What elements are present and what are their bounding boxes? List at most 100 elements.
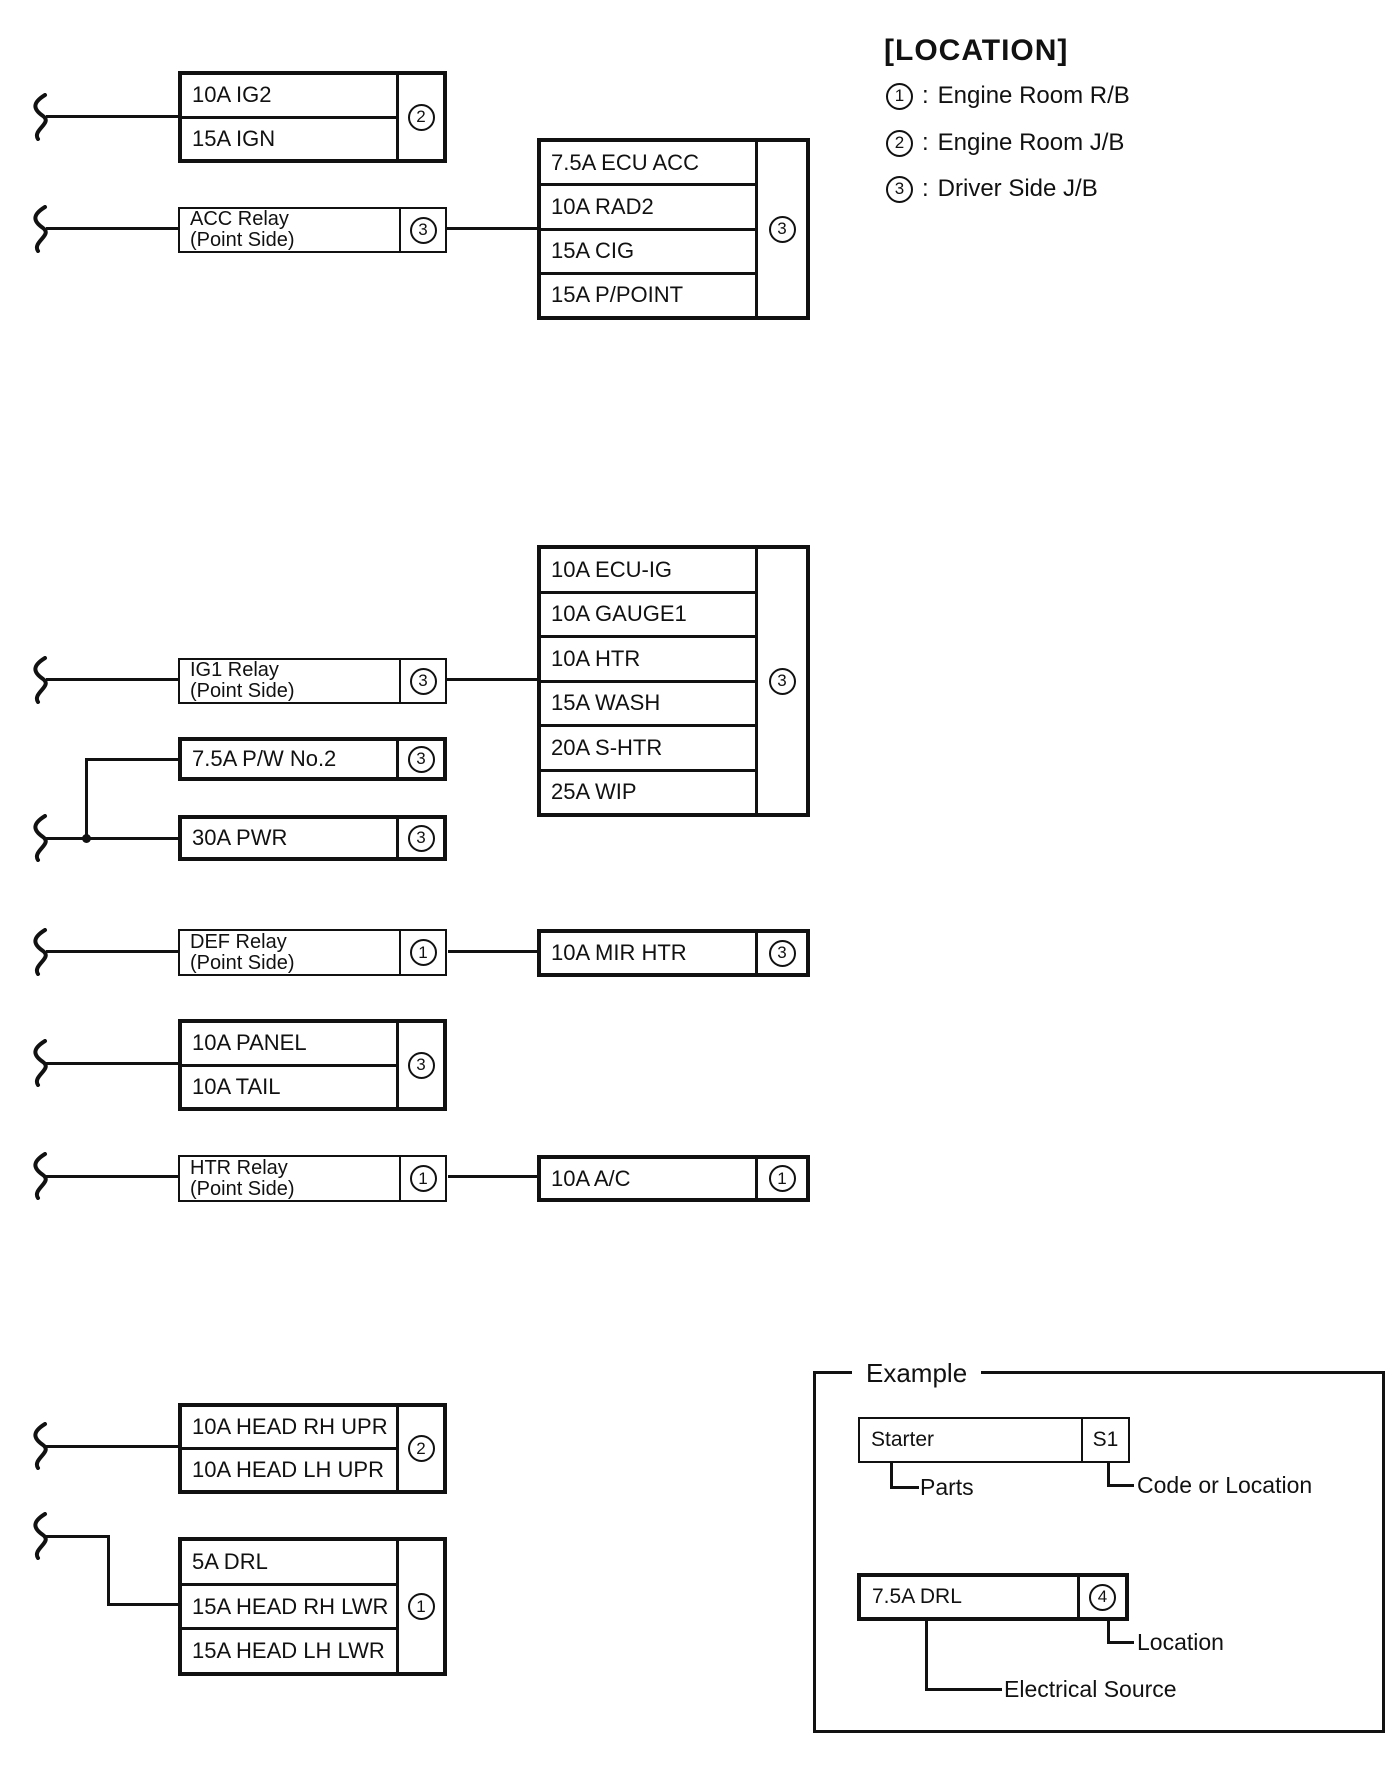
wire-break-squiggle xyxy=(26,656,50,704)
fuse-group-ig1: 10A ECU-IG 10A GAUGE1 10A HTR 15A WASH 2… xyxy=(537,545,810,817)
location-cell: 3 xyxy=(755,549,806,813)
location-1-badge: 1 xyxy=(886,82,913,110)
fuse-labels: 5A DRL 15A HEAD RH LWR 15A HEAD LH LWR xyxy=(182,1541,396,1672)
location-badge: 3 xyxy=(409,216,437,244)
relay-name: HTR Relay xyxy=(190,1156,288,1179)
location-cell: 3 xyxy=(399,660,445,702)
location-badge: 3 xyxy=(407,745,435,773)
wire xyxy=(447,678,537,681)
fuse-row: 10A A/C xyxy=(551,1165,631,1191)
relay-name: ACC Relay xyxy=(190,208,289,230)
fuse-labels: 7.5A ECU ACC 10A RAD2 15A CIG 15A P/POIN… xyxy=(541,142,755,316)
example-panel: Example Starter S1 Parts Code or Locatio… xyxy=(813,1358,1385,1733)
callout-line-code xyxy=(1107,1463,1134,1487)
wire xyxy=(448,950,537,953)
fuse-row: 10A TAIL xyxy=(192,1073,281,1099)
callout-label-location: Location xyxy=(1137,1629,1224,1655)
wire xyxy=(46,1445,178,1448)
wire xyxy=(46,115,178,118)
fuse-block-ig: 10A IG2 15A IGN 2 xyxy=(178,71,447,163)
fuse-row: 15A P/POINT xyxy=(551,282,684,308)
wire-break-squiggle xyxy=(26,1039,50,1087)
fuse-block-panel-tail: 10A PANEL 10A TAIL 3 xyxy=(178,1019,447,1111)
fuse-group-acc: 7.5A ECU ACC 10A RAD2 15A CIG 15A P/POIN… xyxy=(537,138,810,320)
fuse-row: 10A HTR xyxy=(541,638,755,683)
wire-junction-dot xyxy=(82,834,91,843)
relay-sub: (Point Side) xyxy=(190,229,295,251)
location-cell: 3 xyxy=(755,142,806,316)
fuse-row: 10A IG2 xyxy=(182,75,396,119)
fuse-row: 10A GAUGE1 xyxy=(541,594,755,638)
relay-block-ig1: IG1 Relay (Point Side) 3 xyxy=(178,658,447,704)
fuse-labels: 10A A/C xyxy=(541,1159,755,1198)
fuse-labels: 10A IG2 15A IGN xyxy=(182,75,396,159)
fuse-block-mir-htr: 10A MIR HTR 3 xyxy=(537,929,810,977)
location-badge: 1 xyxy=(409,1165,437,1192)
location-badge: 3 xyxy=(407,824,435,852)
callout-label-electrical-source: Electrical Source xyxy=(1004,1676,1177,1702)
fuse-labels: 10A MIR HTR xyxy=(541,933,755,973)
fuse-row: 25A WIP xyxy=(551,779,637,805)
example-source-label: 7.5A DRL xyxy=(872,1585,962,1608)
example-title: Example xyxy=(852,1358,982,1389)
location-cell: 1 xyxy=(755,1159,806,1198)
relay-name: IG1 Relay xyxy=(190,659,279,681)
legend-item-label: Driver Side J/B xyxy=(937,175,1098,202)
fuse-labels: 30A PWR xyxy=(182,819,396,857)
wire-break-squiggle xyxy=(26,928,50,976)
fuse-block-ac: 10A A/C 1 xyxy=(537,1155,810,1202)
legend-separator: : xyxy=(922,175,929,202)
wire xyxy=(107,1603,178,1606)
wire xyxy=(46,837,178,840)
location-badge: 3 xyxy=(768,215,796,243)
fuse-row: 30A PWR xyxy=(192,825,288,850)
fuse-row: 20A S-HTR xyxy=(541,727,755,772)
relay-block-acc: ACC Relay (Point Side) 3 xyxy=(178,207,447,253)
fuse-row: 10A HEAD LH UPR xyxy=(192,1457,384,1482)
fuse-row: 10A MIR HTR xyxy=(551,940,687,965)
location-badge: 1 xyxy=(409,939,437,966)
relay-block-def: DEF Relay (Point Side) 1 xyxy=(178,929,447,976)
fuse-block-head-upr: 10A HEAD RH UPR 10A HEAD LH UPR 2 xyxy=(178,1403,447,1494)
relay-label: ACC Relay (Point Side) xyxy=(180,209,399,251)
fuse-row: 15A HEAD LH LWR xyxy=(192,1638,385,1664)
example-code-cell: S1 xyxy=(1081,1419,1128,1461)
location-cell: 2 xyxy=(396,1407,443,1490)
fuse-labels: 10A PANEL 10A TAIL xyxy=(182,1023,396,1107)
relay-sub: (Point Side) xyxy=(190,680,295,702)
relay-name: DEF Relay xyxy=(190,930,287,953)
legend-item-3: 3 : Driver Side J/B xyxy=(886,175,1098,203)
wire-break-squiggle xyxy=(26,1512,50,1560)
location-cell: 3 xyxy=(396,819,443,857)
location-legend-title: [LOCATION] xyxy=(884,34,1069,67)
relay-label: HTR Relay (Point Side) xyxy=(180,1157,399,1200)
location-cell: 3 xyxy=(396,1023,443,1107)
location-cell: 1 xyxy=(396,1541,443,1672)
location-badge: 3 xyxy=(407,1051,435,1079)
fuse-row: 5A DRL xyxy=(182,1541,396,1586)
wire xyxy=(46,1175,178,1178)
fuse-labels: 7.5A P/W No.2 xyxy=(182,741,396,777)
wire-break-squiggle xyxy=(26,1152,50,1200)
location-badge: 3 xyxy=(768,939,796,967)
legend-item-2: 2 : Engine Room J/B xyxy=(886,129,1124,157)
location-cell: 3 xyxy=(755,933,806,973)
callout-line-location xyxy=(1107,1620,1134,1644)
wire xyxy=(447,227,537,230)
fuse-row: 15A HEAD RH LWR xyxy=(182,1586,396,1631)
relay-sub: (Point Side) xyxy=(190,1177,295,1200)
wire xyxy=(448,1175,537,1178)
callout-label-code-or-location: Code or Location xyxy=(1137,1472,1313,1498)
legend-separator: : xyxy=(922,129,929,156)
legend-separator: : xyxy=(922,82,929,109)
wire xyxy=(107,1535,110,1606)
relay-label: IG1 Relay (Point Side) xyxy=(180,660,399,702)
fuse-row: 15A IGN xyxy=(192,125,276,151)
location-badge: 1 xyxy=(407,1593,435,1620)
fuse-row: 10A PANEL xyxy=(182,1023,396,1067)
location-badge: 2 xyxy=(407,1435,435,1462)
fuse-row: 10A ECU-IG xyxy=(541,549,755,594)
location-badge: 3 xyxy=(409,667,437,695)
wire xyxy=(46,227,178,230)
wire-break-squiggle xyxy=(26,93,50,141)
